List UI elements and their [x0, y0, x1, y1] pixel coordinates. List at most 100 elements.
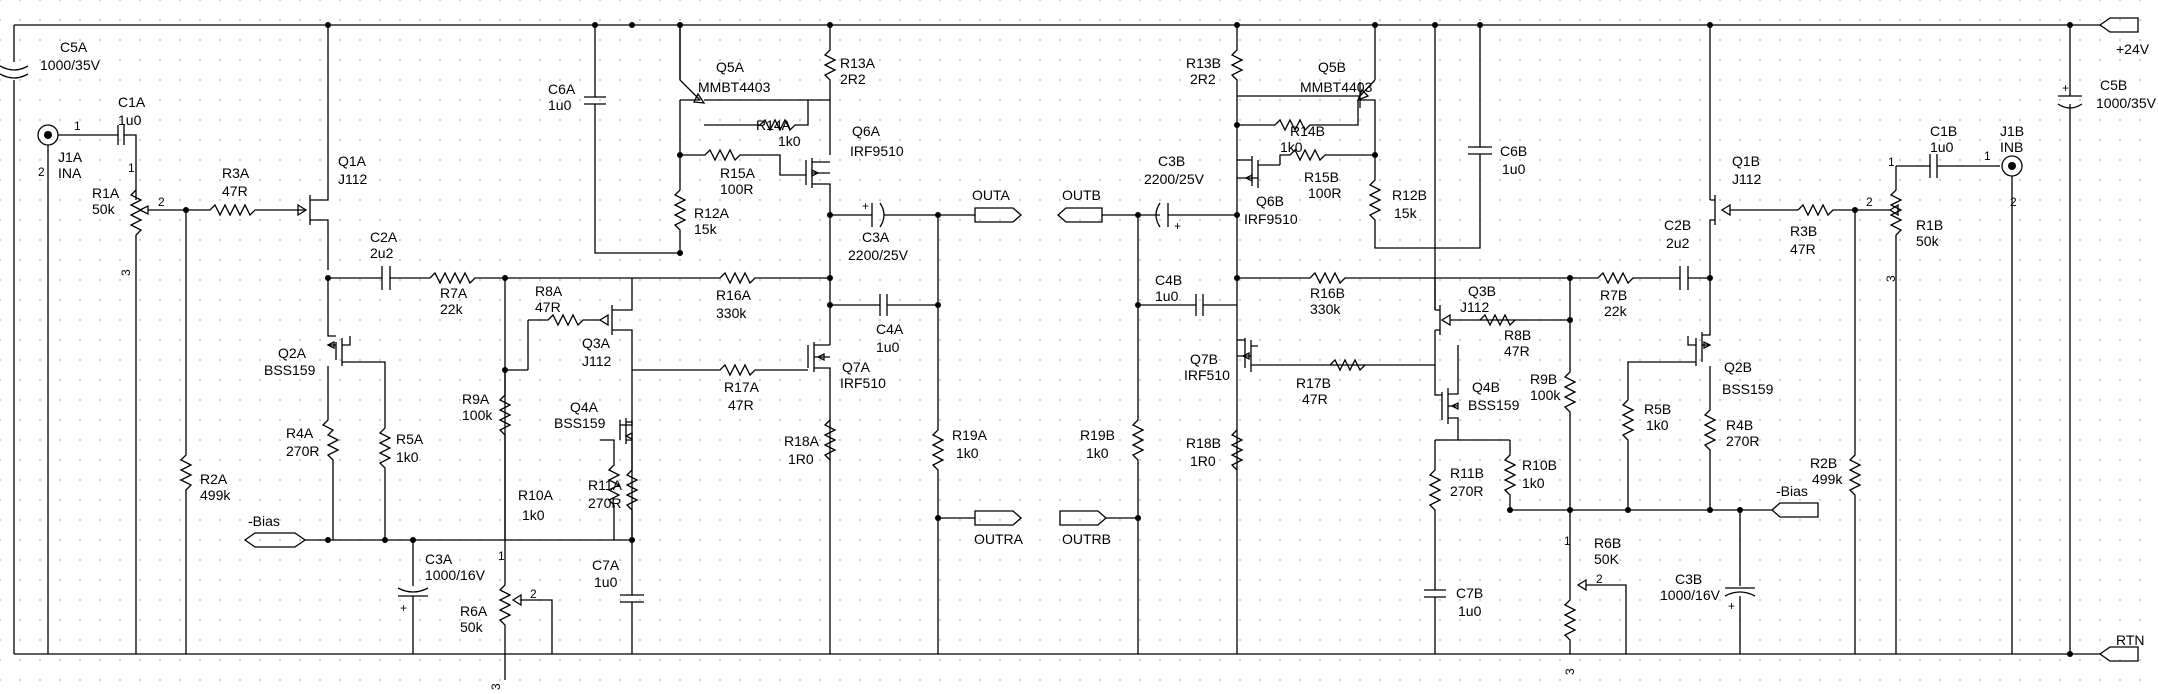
capacitor-c1a: C1A 1u0 — [110, 94, 146, 200]
junction — [677, 250, 683, 256]
resistor-r11b: R11B 270R — [1428, 440, 1484, 590]
val-r3b: 47R — [1790, 241, 1816, 257]
val-q1a: J112 — [338, 171, 368, 187]
ref-r12b: R12B — [1392, 187, 1427, 203]
port-bias-a: -Bias — [243, 513, 632, 548]
pin-j1b-1: 1 — [1984, 149, 1991, 163]
capacitor-c2a: C2A 2u2 — [328, 229, 430, 290]
ref-r6a: R6A — [460, 603, 488, 619]
val-r19b: 1k0 — [1086, 445, 1109, 461]
ref-c5b: C5B — [2100, 77, 2127, 93]
val-c7b: 1u0 — [1458, 603, 1482, 619]
resistor-r19b: R19B 1k0 — [1080, 215, 1145, 654]
val-r18a: 1R0 — [788, 451, 814, 467]
ref-q5a: Q5A — [716, 59, 745, 75]
ref-c3a-bias: C3A — [425, 551, 453, 567]
val-c6a: 1u0 — [548, 97, 572, 113]
junction — [935, 302, 941, 308]
ref-c1a: C1A — [118, 94, 146, 110]
pin-r6a-2: 2 — [530, 587, 537, 601]
junction — [2067, 651, 2073, 657]
capacitor-c1b: C1B 1u0 — [1896, 123, 2000, 178]
potentiometer-r6a: 1 2 3 R6A 50k — [460, 278, 553, 690]
junction — [677, 22, 683, 28]
ref-q4a: Q4A — [570, 399, 599, 415]
val-r15a: 100R — [720, 181, 753, 197]
resistor-r14a: R14A 1k0 — [704, 100, 809, 149]
val-r14b: 1k0 — [1280, 139, 1303, 155]
resistor-r15b: R15B 100R — [1279, 148, 1375, 201]
port-bias-b: -Bias — [1771, 483, 1819, 518]
ref-c7b: C7B — [1456, 585, 1483, 601]
val-r7b: 22k — [1604, 303, 1628, 319]
port-outrb: OUTRB — [1059, 510, 1138, 547]
capacitor-c5a: C5A 1000/35V — [0, 25, 101, 654]
jfet-q1b: Q1B J112 — [1709, 25, 1798, 278]
ref-r7a: R7A — [440, 285, 468, 301]
val-c4b: 1u0 — [1155, 288, 1179, 304]
pin-r1a-1: 1 — [128, 161, 135, 175]
val-q6b: IRF9510 — [1244, 211, 1298, 227]
pin-r1a-3: 3 — [119, 269, 133, 276]
capacitor-c5b: + C5B 1000/35V — [2057, 25, 2157, 654]
resistor-r4a: R4A 270R — [286, 366, 340, 540]
potentiometer-r1b: 2 1 3 R1B 50k — [1866, 155, 1943, 654]
val-c5b: 1000/35V — [2096, 95, 2157, 111]
ref-r17b: R17B — [1296, 375, 1331, 391]
val-c3a-bias: 1000/16V — [425, 567, 486, 583]
val-r9b: 100k — [1530, 387, 1561, 403]
ref-r14a: R14A — [756, 117, 792, 133]
val-r11b: 270R — [1450, 483, 1483, 499]
port-outb: OUTB — [1057, 187, 1160, 223]
val-r4b: 270R — [1726, 433, 1759, 449]
val-r1a: 50k — [92, 201, 116, 217]
mosfet-q2a: Q2A BSS159 — [264, 278, 386, 428]
val-r5a: 1k0 — [396, 449, 419, 465]
val-r15b: 100R — [1308, 185, 1341, 201]
ref-r10a: R10A — [518, 487, 554, 503]
val-c6b: 1u0 — [1502, 161, 1526, 177]
resistor-r13a: R13A 2R2 — [823, 25, 876, 155]
val-r3a: 47R — [222, 183, 248, 199]
polarity-plus: + — [400, 601, 407, 615]
val-c3a-out: 2200/25V — [848, 247, 909, 263]
polarity-plus: + — [862, 199, 869, 213]
val-r1b: 50k — [1916, 233, 1940, 249]
val-r11a: 270R — [588, 495, 621, 511]
ref-r15b: R15B — [1304, 169, 1339, 185]
capacitor-c6b: C6B 1u0 — [1435, 25, 1527, 249]
junction — [1707, 22, 1713, 28]
resistor-r10a: R10A 1k0 — [518, 439, 621, 540]
junction — [502, 367, 508, 373]
ref-c2a: C2A — [370, 229, 398, 245]
resistor-r9b: 1 2 3 R9B 100k R6B 50K — [1530, 278, 1627, 675]
net-label-outb: OUTB — [1062, 187, 1101, 203]
val-q7b: IRF510 — [1184, 367, 1230, 383]
connector-j1b: 1 2 J1B INB — [1984, 123, 2024, 654]
val-c3b-out: 2200/25V — [1144, 171, 1205, 187]
ref-r7b: R7B — [1600, 287, 1627, 303]
val-c1a: 1u0 — [118, 112, 142, 128]
val-r16b: 330k — [1310, 301, 1341, 317]
capacitor-c7b: C7B 1u0 — [1424, 585, 1483, 654]
junction — [827, 275, 833, 281]
net-label-bias-a: -Bias — [248, 513, 280, 529]
val-q4b: BSS159 — [1468, 397, 1520, 413]
ref-c6b: C6B — [1500, 143, 1527, 159]
junction — [325, 537, 331, 543]
capacitor-c7a: C7A 1u0 — [592, 540, 644, 654]
pin-r1b-1: 1 — [1888, 155, 1895, 169]
ref-c4b: C4B — [1155, 272, 1182, 288]
junction — [1234, 212, 1240, 218]
resistor-r8b: R8B 47R — [1479, 313, 1531, 359]
resistor-r2a: R2A 499k — [179, 210, 231, 654]
pin-r1a-2: 2 — [158, 195, 165, 209]
ref-r16b: R16B — [1310, 285, 1345, 301]
ref-r10b: R10B — [1522, 457, 1557, 473]
ref-c3b-out: C3B — [1158, 153, 1185, 169]
pin-j1b-2: 2 — [2010, 195, 2017, 209]
capacitor-c4b: C4B 1u0 — [1138, 272, 1237, 316]
val-r2b: 499k — [1812, 471, 1843, 487]
junction — [629, 22, 635, 28]
net-label-plus24: +24V — [2116, 41, 2150, 57]
